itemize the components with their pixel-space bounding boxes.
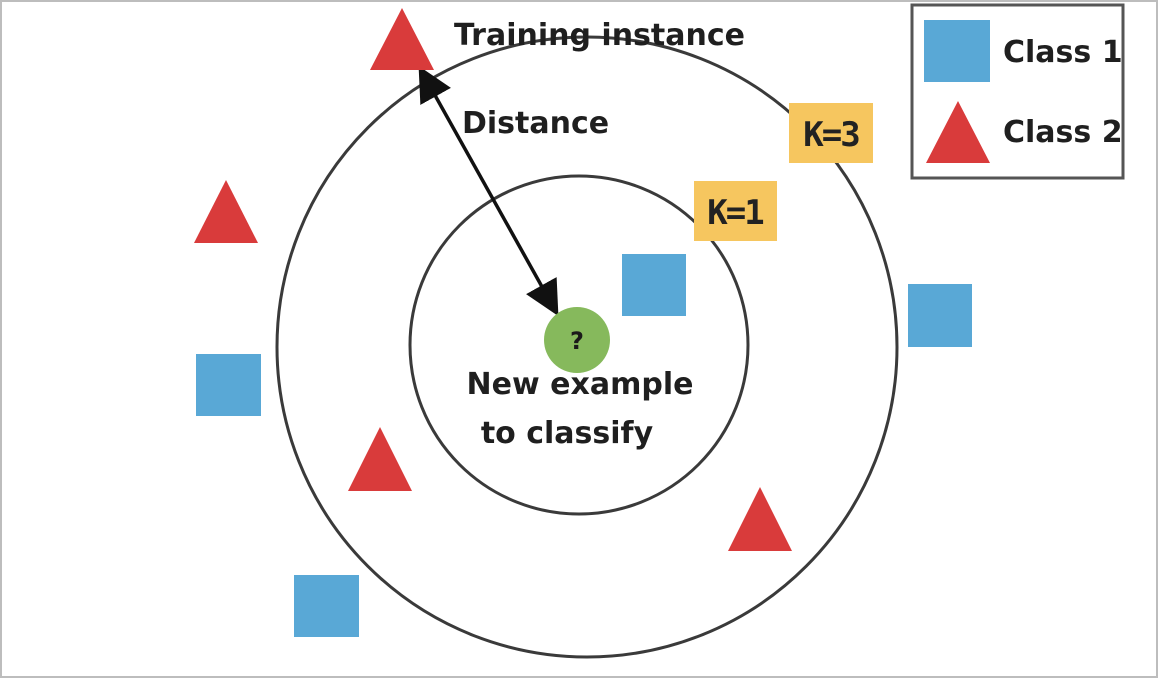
new-example-label-line1: New example	[467, 367, 694, 402]
class1-square	[196, 354, 261, 416]
class1-square	[294, 575, 359, 637]
square-icon	[924, 20, 990, 82]
class2-triangle	[194, 180, 258, 243]
class2-triangle	[348, 427, 412, 491]
new-example-label-line2: to classify	[481, 416, 654, 451]
class2-triangle-training-instance	[370, 8, 434, 70]
query-point-label: ?	[570, 327, 584, 355]
class1-square	[908, 284, 972, 347]
distance-label: Distance	[462, 106, 609, 141]
legend-class2-label: Class 2	[1003, 115, 1123, 150]
distance-arrow	[418, 65, 559, 317]
query-point	[544, 307, 610, 373]
k1-badge	[694, 181, 777, 241]
triangle-icon	[926, 101, 990, 163]
k3-badge	[789, 103, 873, 163]
k3-badge-label: K=3	[803, 115, 859, 155]
training-instance-label: Training instance	[454, 18, 745, 53]
k1-neighborhood-circle	[408, 174, 750, 516]
k3-neighborhood-circle	[275, 35, 899, 659]
class1-square	[622, 254, 686, 316]
class2-triangle	[728, 487, 792, 551]
k1-badge-label: K=1	[707, 193, 763, 233]
legend-class1-label: Class 1	[1003, 35, 1123, 70]
